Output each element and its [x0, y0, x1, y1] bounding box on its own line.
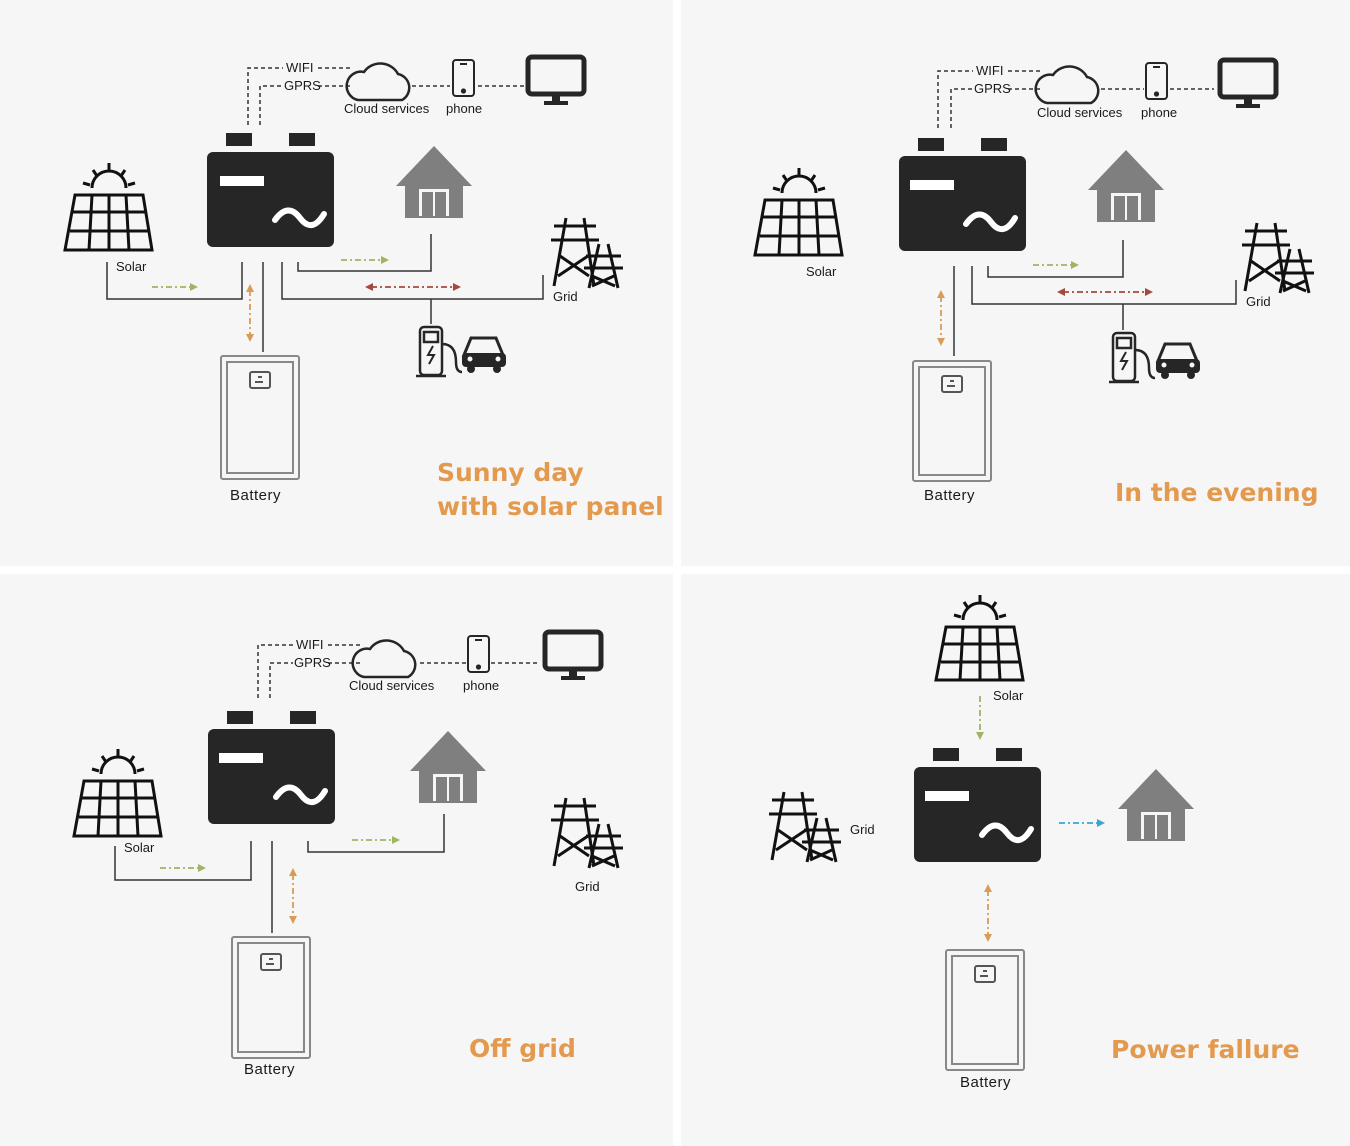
house-icon: [396, 146, 472, 218]
flow-arrows: [940, 264, 1147, 340]
comm-lines: [247, 67, 524, 125]
solar-panel-icon: [63, 163, 154, 252]
grid-label: Grid: [575, 879, 600, 894]
comm-lines: [257, 644, 540, 698]
car-icon: [1155, 342, 1200, 379]
cloud-icon: [345, 62, 411, 102]
flow-arrows: [152, 259, 455, 336]
house-icon: [1088, 150, 1164, 222]
monitor-icon: [1217, 57, 1279, 108]
battery-icon: [912, 360, 992, 482]
solar-label: Solar: [116, 259, 147, 274]
wiring: [953, 240, 1237, 356]
arrow-heads: [937, 261, 1153, 346]
solar-label: Solar: [806, 264, 837, 279]
cloud-label: Cloud services: [349, 678, 435, 693]
phone-icon: [452, 59, 475, 97]
battery-label: Battery: [924, 487, 976, 504]
battery-icon: [220, 355, 300, 480]
arrow-heads: [190, 256, 461, 342]
title-line-1: Sunny day: [437, 458, 584, 487]
inverter-icon: [208, 711, 335, 824]
solar-panel-icon: [753, 168, 844, 257]
title-line-2: with solar panel: [437, 492, 664, 521]
grid-label: Grid: [850, 822, 875, 837]
panel-title: Power fallure: [1111, 1033, 1300, 1067]
cloud-label: Cloud services: [344, 101, 430, 116]
battery-icon: [945, 949, 1025, 1071]
wifi-label: WIFI: [296, 637, 324, 652]
panel-title: Off grid: [469, 1032, 576, 1066]
solar-label: Solar: [124, 840, 155, 855]
house-icon: [410, 731, 486, 803]
panel-off-grid: WIFI GPRS Cloud services phone Solar Gri…: [0, 574, 673, 1146]
panel-title: In the evening: [1115, 476, 1318, 510]
arrow-heads: [976, 732, 1105, 942]
inverter-icon: [899, 138, 1026, 251]
panel-power-failure: Solar Grid Battery Power fallure: [681, 574, 1350, 1146]
phone-icon: [467, 635, 490, 673]
power-tower-icon: [551, 217, 623, 289]
power-tower-icon: [1242, 222, 1314, 294]
monitor-icon: [525, 54, 587, 105]
wiring: [106, 234, 544, 352]
gprs-label: GPRS: [284, 78, 321, 93]
comm-lines: [937, 70, 1214, 128]
panel-sunny-day: WIFI GPRS Cloud services phone Solar Gri…: [0, 0, 673, 566]
power-tower-icon: [769, 791, 841, 863]
wiring: [114, 814, 445, 933]
panel-evening: WIFI GPRS Cloud services phone Solar Gri…: [681, 0, 1350, 566]
monitor-icon: [542, 629, 604, 680]
battery-label: Battery: [960, 1074, 1012, 1091]
cloud-icon: [1034, 65, 1100, 105]
phone-label: phone: [463, 678, 500, 693]
wifi-label: WIFI: [976, 63, 1004, 78]
wifi-label: WIFI: [286, 60, 314, 75]
solar-panel-icon: [72, 749, 163, 838]
ev-charger-icon: [1109, 331, 1156, 384]
title-line-1: Power fallure: [1111, 1035, 1300, 1064]
inverter-icon: [914, 748, 1041, 862]
grid-label: Grid: [553, 289, 578, 304]
gprs-label: GPRS: [974, 81, 1011, 96]
phone-label: phone: [446, 101, 483, 116]
gprs-label: GPRS: [294, 655, 331, 670]
phone-icon: [1145, 62, 1168, 100]
panel-title: Sunny day with solar panel: [437, 456, 664, 524]
title-line-1: In the evening: [1115, 478, 1319, 507]
solar-panel-icon: [934, 595, 1025, 682]
inverter-icon: [207, 133, 334, 247]
phone-label: phone: [1141, 105, 1178, 120]
house-icon: [1118, 769, 1194, 841]
flow-arrows: [160, 839, 394, 918]
battery-label: Battery: [244, 1061, 296, 1078]
arrow-heads: [198, 836, 400, 924]
car-icon: [461, 336, 506, 373]
cloud-icon: [351, 639, 417, 679]
grid-label: Grid: [1246, 294, 1271, 309]
battery-label: Battery: [230, 487, 282, 504]
ev-charger-icon: [416, 325, 463, 378]
cloud-label: Cloud services: [1037, 105, 1123, 120]
solar-label: Solar: [993, 688, 1024, 703]
title-line-1: Off grid: [469, 1034, 576, 1063]
power-tower-icon: [551, 797, 623, 869]
flow-arrows: [979, 696, 1099, 936]
battery-icon: [231, 936, 311, 1059]
